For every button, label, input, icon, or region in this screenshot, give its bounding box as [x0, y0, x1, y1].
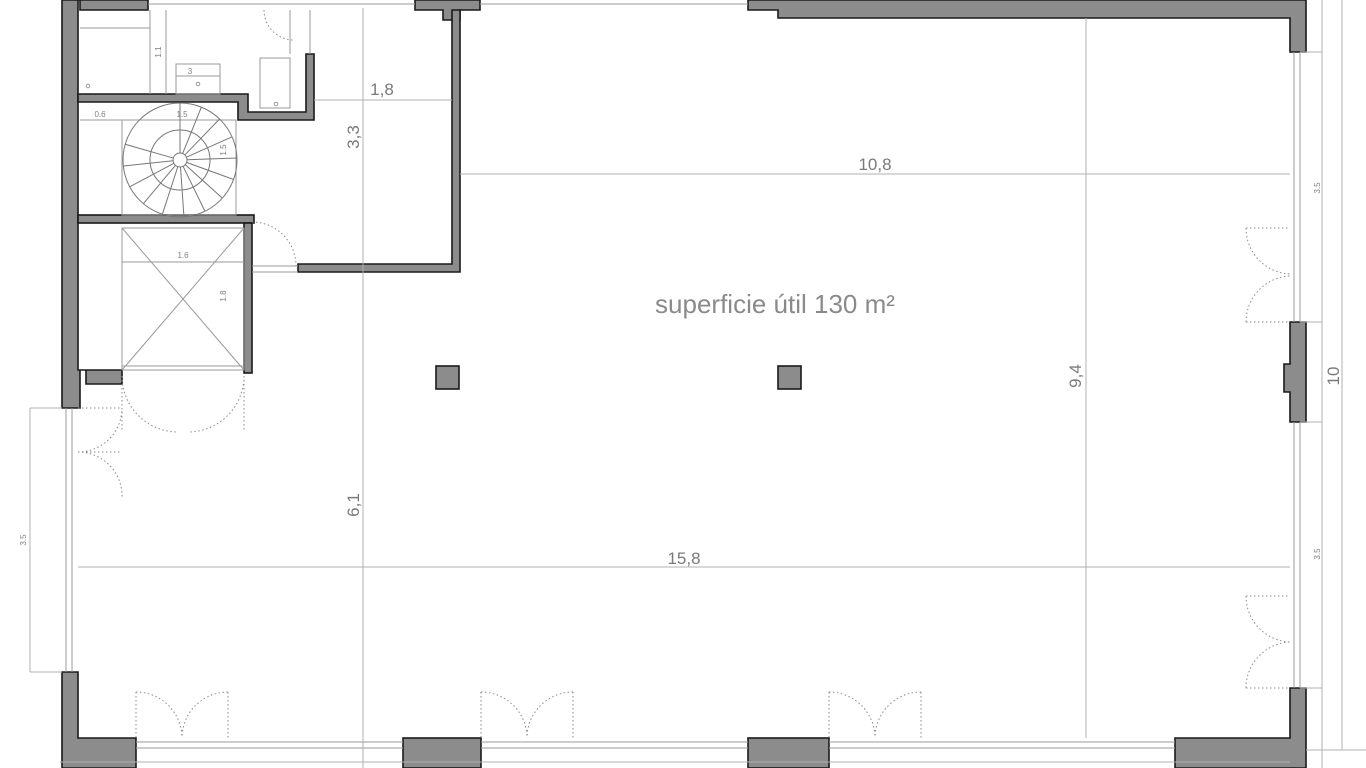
wall-top-core — [414, 0, 481, 21]
dim-height-left: 6,1 — [344, 493, 363, 517]
wall-top-left — [62, 0, 149, 11]
dim-height-right: 9,4 — [1066, 364, 1085, 388]
stair-tread — [184, 118, 220, 156]
stair-wall — [77, 214, 255, 224]
dimension-lines — [29, 0, 1366, 768]
dim-stair-landing: 0.6 — [94, 110, 106, 119]
kitchen-wall — [77, 53, 315, 121]
dim-total-height: 10 — [1324, 367, 1343, 386]
stair-tread — [186, 157, 237, 161]
kitchen-fixtures — [80, 9, 311, 109]
core-wall-right — [297, 9, 461, 273]
dim-stair-width: 1.5 — [176, 110, 188, 119]
wall-right-mid — [1283, 321, 1307, 423]
dim-window-left: 3.5 — [19, 534, 28, 546]
dim-kitchen-depth: 1.1 — [154, 46, 163, 58]
dim-lift-depth: 1.8 — [219, 290, 228, 302]
exterior-walls — [61, 0, 1307, 768]
stair-tread — [184, 164, 223, 199]
stair-tread — [186, 136, 233, 158]
lift-shaft — [121, 227, 245, 371]
spiral-staircase — [80, 102, 238, 218]
pillar-right — [777, 365, 802, 390]
stair-tread — [142, 165, 176, 204]
stair-tread — [129, 162, 175, 188]
stair-tread — [161, 166, 179, 215]
dim-width-top: 10,8 — [858, 155, 891, 174]
wall-bottom-right — [1174, 687, 1307, 768]
dim-width-bottom: 15,8 — [667, 549, 700, 568]
pillar-left — [435, 365, 460, 390]
stair-tread — [182, 166, 206, 212]
wall-bottom-pier-1 — [402, 737, 482, 768]
wall-top-right — [747, 0, 1307, 53]
dim-lift-width: 1.6 — [177, 251, 189, 260]
dim-window-right-bottom: 3.5 — [1313, 548, 1322, 560]
stair-tread — [179, 166, 185, 217]
lift-wall-right — [243, 222, 253, 374]
labels: superficie útil 130 m² 10,8 15,8 1,8 9,4… — [19, 46, 1343, 568]
door-swings — [77, 221, 1291, 739]
stair-tread — [123, 160, 174, 167]
stair-tread — [186, 161, 234, 180]
dim-upper-height: 3,3 — [344, 125, 363, 149]
dim-upper-width: 1,8 — [370, 80, 394, 99]
wall-bottom-pier-2 — [747, 737, 830, 768]
wall-left-lower — [61, 671, 137, 768]
surface-label: superficie útil 130 m² — [655, 289, 895, 319]
dim-window-right-top: 3.5 — [1313, 182, 1322, 194]
dim-stair-side: 1.5 — [219, 144, 228, 156]
stair-tread — [125, 143, 174, 159]
wall-left-upper — [61, 0, 123, 409]
core-walls — [77, 9, 461, 374]
sink — [175, 63, 221, 95]
stair-tread — [182, 106, 202, 154]
stove — [259, 57, 291, 109]
openings — [65, 3, 1301, 749]
dim-kitchen-width: 3 — [188, 67, 193, 76]
